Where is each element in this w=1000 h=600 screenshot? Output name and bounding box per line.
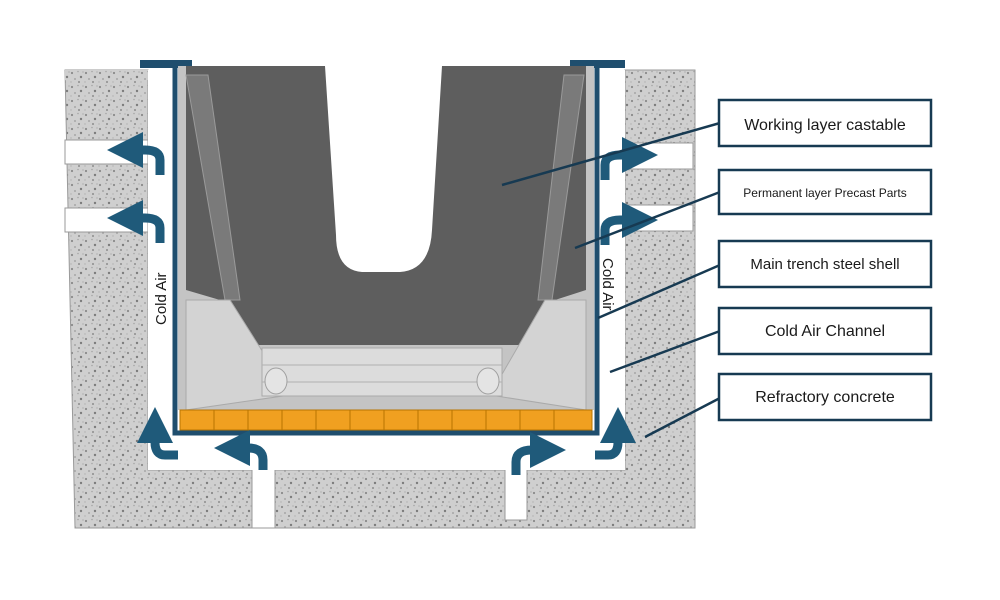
- cold-air-label-left: Cold Air: [153, 272, 170, 325]
- bottom-brick-row: [179, 409, 593, 431]
- airflow-arrow-bottom-right-pipe: [511, 432, 566, 475]
- floor-round-left: [264, 367, 288, 395]
- svg-text:Main trench steel shell: Main trench steel shell: [750, 256, 899, 273]
- svg-text:Working layer castable: Working layer castable: [744, 117, 906, 134]
- main-trench-steel-shell: [172, 66, 600, 436]
- shell-flange-left: [140, 60, 192, 68]
- leader-cold-air-channel: [609, 329, 721, 374]
- trench-floor-block: [261, 347, 503, 397]
- airflow-arrow-right-lower: [600, 202, 658, 245]
- svg-text:Cold Air Channel: Cold Air Channel: [765, 323, 885, 340]
- cold-air-channel-right: [597, 70, 625, 470]
- label-main-trench-steel-shell: Main trench steel shell: [717, 239, 933, 289]
- inner-lining-left: [185, 74, 241, 301]
- top-left-concrete-strip: [65, 70, 148, 80]
- cold-air-channel-bottom: [148, 433, 625, 470]
- cold-air-channel-left: [148, 70, 175, 470]
- trench-opening: [325, 66, 442, 272]
- leader-refractory: [644, 396, 721, 439]
- leader-permanent-layer: [574, 190, 721, 250]
- label-refractory-concrete: Refractory concrete: [717, 372, 933, 422]
- floor-round-right: [476, 367, 500, 395]
- airflow-arrow-right-upper: [600, 137, 658, 180]
- cold-air-label-right: Cold Air: [599, 258, 616, 311]
- leader-steel-shell: [597, 263, 721, 320]
- shell-flange-right: [570, 60, 625, 68]
- label-permanent-layer-precast-parts: Permanent layer Precast Parts: [717, 168, 933, 216]
- airflow-arrow-left-lower: [107, 200, 165, 243]
- label-cold-air-channel: Cold Air Channel: [717, 306, 933, 356]
- airflow-arrow-left-upper: [107, 132, 165, 175]
- airflow-arrow-bottom-left-corner: [137, 407, 178, 460]
- airflow-arrow-bottom-right-corner: [595, 407, 636, 460]
- airflow-arrow-bottom-left-pipe: [214, 430, 268, 470]
- svg-text:Refractory concrete: Refractory concrete: [755, 389, 895, 406]
- svg-text:Permanent layer Precast Parts: Permanent layer Precast Parts: [743, 186, 906, 200]
- label-working-layer-castable: Working layer castable: [717, 98, 933, 148]
- leader-working-layer: [501, 121, 721, 187]
